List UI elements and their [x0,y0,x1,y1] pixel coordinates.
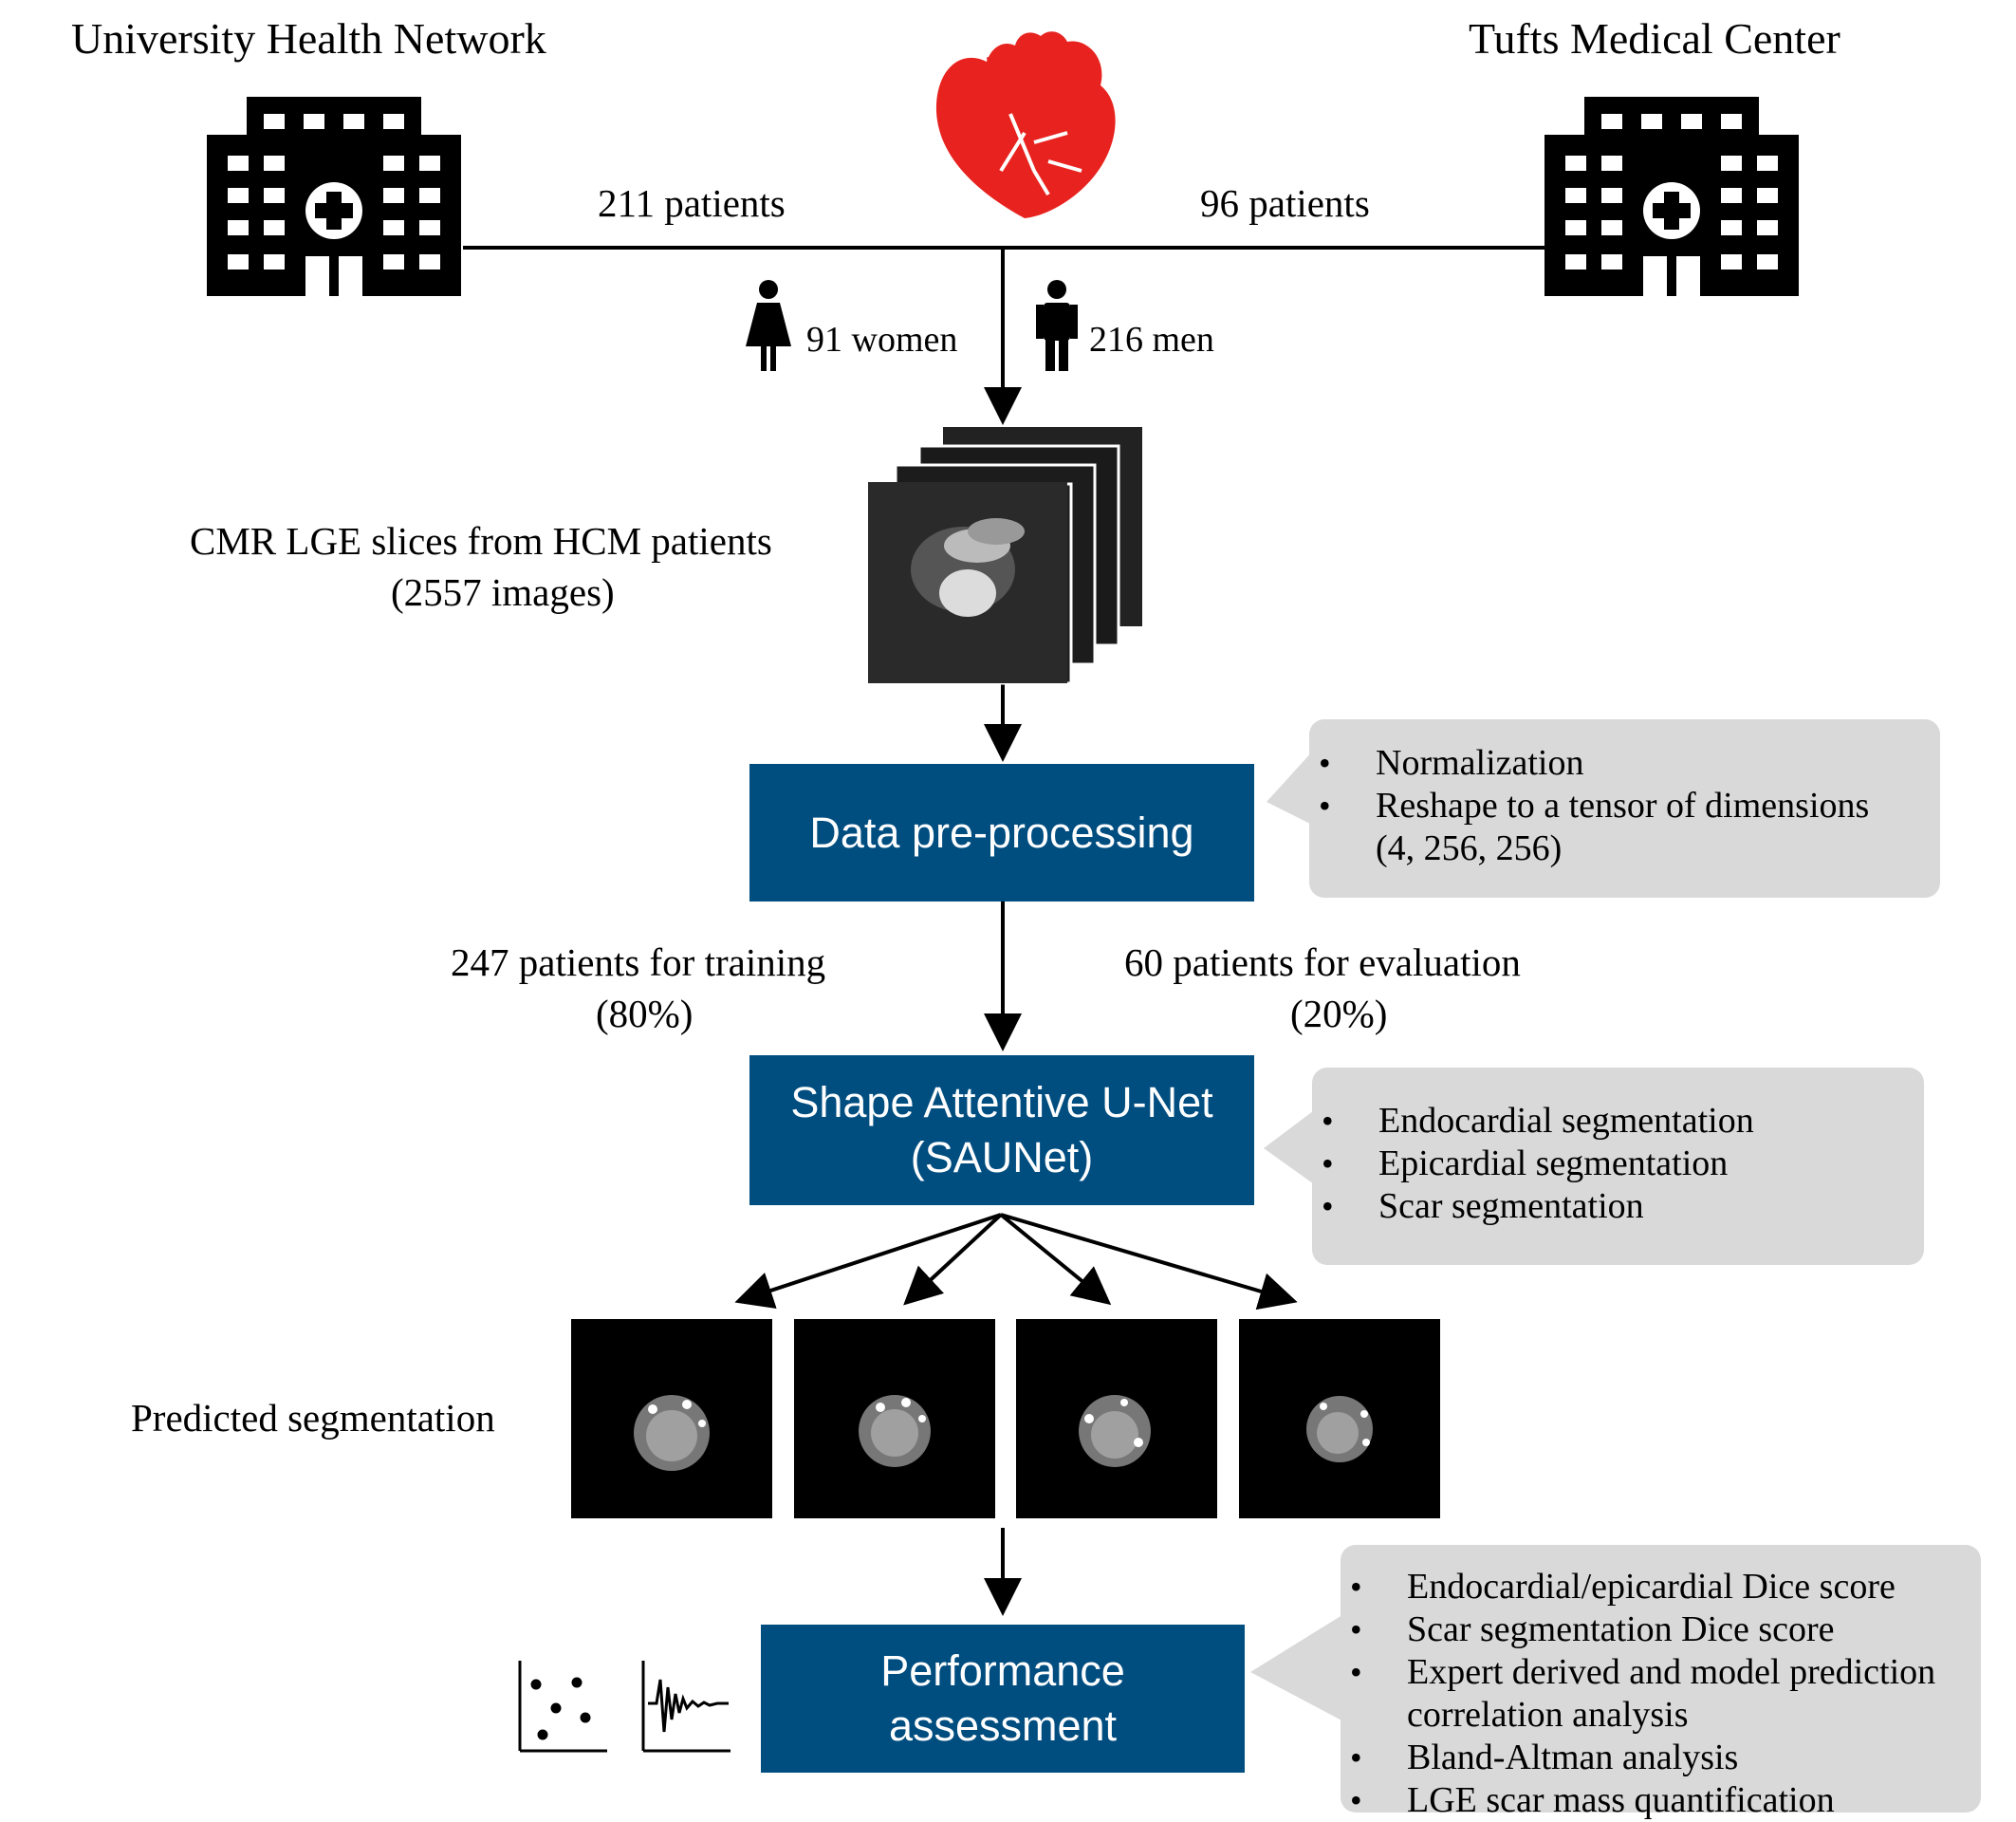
images-label-line2: (2557 images) [391,570,615,614]
segmentation-tile-4 [1239,1319,1440,1518]
callout-item: Expert derived and model predictioncorre… [1341,1651,1981,1737]
callout-item: Bland-Altman analysis [1341,1737,1981,1779]
heart-icon [935,31,1116,219]
callout-pointer-model [1264,1108,1317,1186]
woman-icon [746,280,791,371]
callout-item: Epicardial segmentation [1312,1143,1924,1185]
assessment-title-line1: Performance [880,1646,1125,1696]
callout-item: Normalization [1309,742,1940,785]
cmr-slice-stack [868,427,1142,685]
assessment-callout: Endocardial/epicardial Dice score Scar s… [1341,1545,1981,1822]
site-left-patients: 211 patients [598,181,786,225]
preprocessing-title: Data pre-processing [809,808,1194,857]
site-right-name: Tufts Medical Center [1469,14,1840,63]
site-right-patients: 96 patients [1200,181,1370,225]
segmentation-tile-3 [1016,1319,1217,1518]
callout-item: Endocardial segmentation [1312,1100,1924,1143]
women-count: 91 women [806,320,958,360]
scatter-plot-icon [518,1661,607,1753]
model-callout: Endocardial segmentation Epicardial segm… [1312,1068,1924,1265]
callout-item: LGE scar mass quantification [1341,1779,1981,1822]
site-left-name: University Health Network [71,14,546,63]
arrow-to-seg-4 [1000,1213,1298,1311]
callout-item: Scar segmentation [1312,1185,1924,1228]
preprocessing-callout: Normalization Reshape to a tensor of dim… [1309,719,1940,898]
callout-pointer-preprocessing [1267,750,1314,826]
callout-item-continuation: (4, 256, 256) [1376,828,1563,868]
arrow-to-seg-1 [734,1213,1002,1309]
preprocessing-box: Data pre-processing [749,764,1254,902]
callout-item: Reshape to a tensor of dimensions(4, 256… [1309,785,1940,870]
evaluation-line2: (20%) [1290,992,1388,1035]
callout-item: Scar segmentation Dice score [1341,1608,1981,1651]
evaluation-line1: 60 patients for evaluation [1124,940,1521,984]
signal-plot-icon [641,1661,731,1753]
man-icon [1036,280,1078,371]
callout-item-continuation: correlation analysis [1407,1695,1689,1735]
callout-pointer-assessment [1250,1613,1345,1722]
training-line2: (80%) [596,992,694,1035]
segmentation-tile-1 [571,1319,772,1518]
callout-item: Endocardial/epicardial Dice score [1341,1566,1981,1608]
training-line1: 247 patients for training [451,940,826,984]
model-title-line2: (SAUNet) [910,1133,1094,1181]
men-count: 216 men [1089,320,1214,360]
segmentation-tile-2 [794,1319,995,1518]
hospital-icon [207,97,461,296]
assessment-title-line2: assessment [888,1701,1118,1750]
model-title-line1: Shape Attentive U-Net [790,1078,1213,1127]
hospital-icon [1544,97,1799,296]
arrow-to-seg-2 [903,1213,1003,1306]
arrow-to-seg-3 [999,1213,1112,1306]
model-box: Shape Attentive U-Net (SAUNet) [749,1055,1254,1205]
assessment-box: Performance assessment [761,1625,1245,1773]
images-label-line1: CMR LGE slices from HCM patients [190,519,772,563]
predicted-label: Predicted segmentation [131,1396,495,1440]
